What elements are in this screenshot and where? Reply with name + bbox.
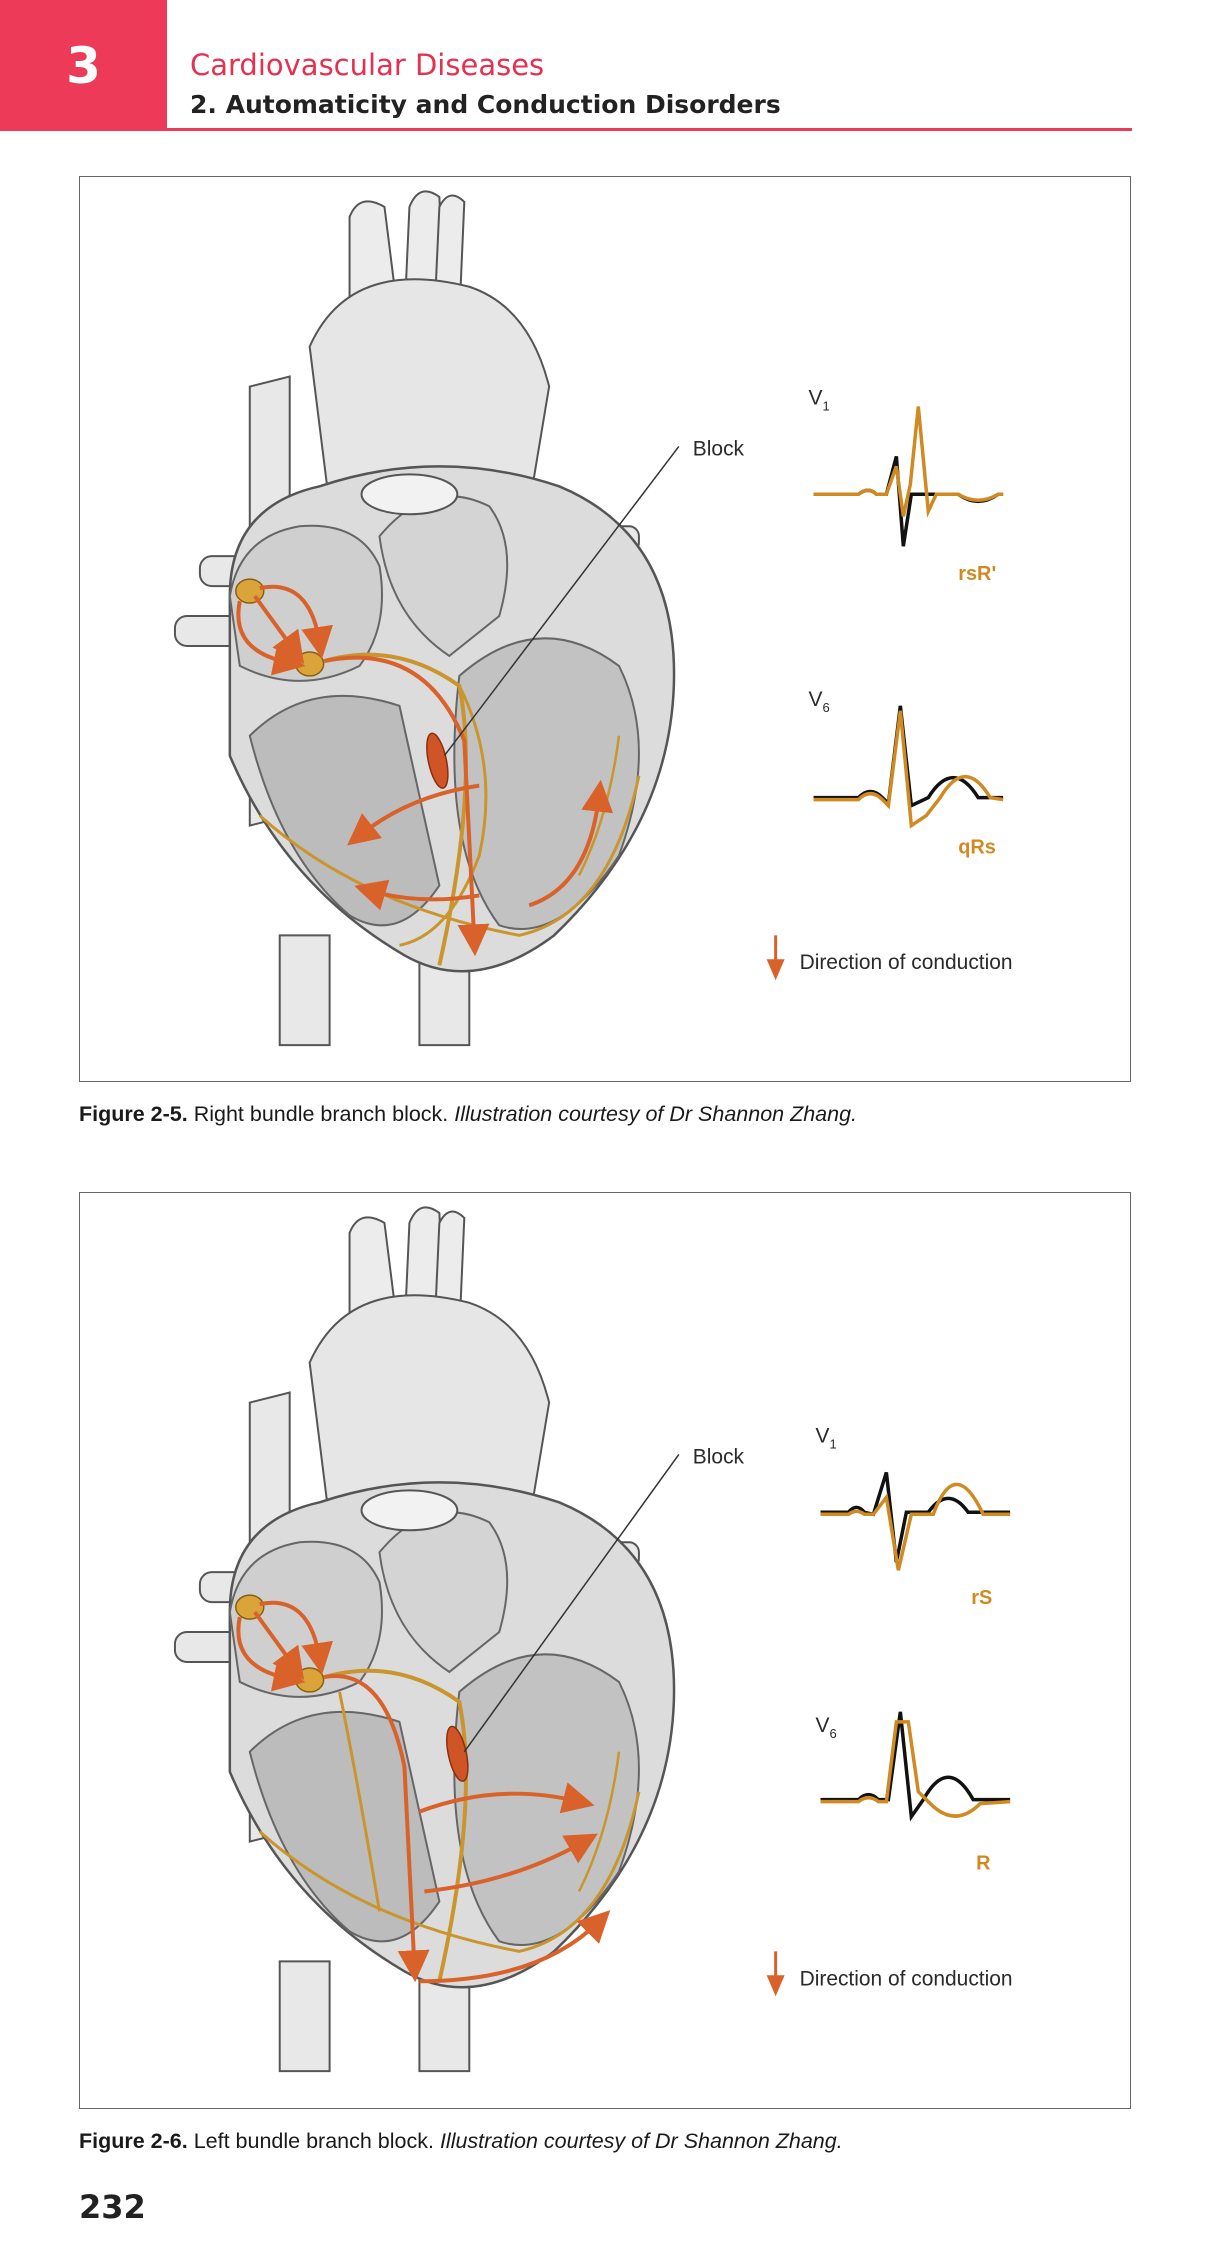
ecg-trace-v6 <box>813 705 1004 829</box>
header-divider <box>167 128 1132 131</box>
conduction-arrow-icon <box>766 935 785 981</box>
figure-2-6-illustration: Block V1 rS V6 R Direction of conduction <box>173 1206 1013 2073</box>
ecg-pattern-v1: rsR' <box>958 563 996 585</box>
figure-label: Figure 2-6. <box>79 2129 188 2153</box>
ecg-lead-v1-label: V1 <box>809 386 830 413</box>
figure-label: Figure 2-5. <box>79 1102 188 1126</box>
legend-label: Direction of conduction <box>800 1967 1013 1990</box>
figure-title: Left bundle branch block. <box>193 2129 434 2153</box>
figure-credit: Illustration courtesy of Dr Shannon Zhan… <box>439 2129 843 2153</box>
page-number: 232 <box>79 2188 146 2226</box>
ecg-lead-v6-label: V6 <box>816 1714 837 1741</box>
figure-2-6-caption: Figure 2-6. Left bundle branch block. Il… <box>79 2129 843 2154</box>
conduction-arrow-icon <box>766 1951 785 1997</box>
chapter-badge: 3 <box>0 0 167 131</box>
figure-2-6-frame: Block V1 rS V6 R Direction of conduction <box>79 1192 1131 2109</box>
ecg-pattern-v1: rS <box>971 1587 992 1609</box>
block-label: Block <box>693 437 745 460</box>
figure-2-5-frame: Block V1 rsR' V6 qRs Direction of conduc… <box>79 176 1131 1082</box>
block-pointer <box>443 445 680 757</box>
block-label: Block <box>693 1445 745 1468</box>
heart-drawing <box>173 1206 676 2073</box>
ecg-pattern-v6: qRs <box>958 837 996 859</box>
figure-2-5-caption: Figure 2-5. Right bundle branch block. I… <box>79 1102 857 1127</box>
legend-label: Direction of conduction <box>800 951 1013 974</box>
ecg-lead-v6-label: V6 <box>809 688 830 715</box>
ecg-trace-v1 <box>813 406 1004 547</box>
figure-2-5-illustration: Block V1 rsR' V6 qRs Direction of conduc… <box>173 190 1013 1047</box>
chapter-number: 3 <box>66 36 101 95</box>
heart-drawing <box>173 190 676 1047</box>
ecg-lead-v1-label: V1 <box>816 1424 837 1451</box>
figure-credit: Illustration courtesy of Dr Shannon Zhan… <box>454 1102 858 1126</box>
ecg-trace-v1 <box>820 1471 1011 1571</box>
section-title: 2. Automaticity and Conduction Disorders <box>190 90 781 119</box>
chapter-title: Cardiovascular Diseases <box>190 48 545 82</box>
block-pointer <box>463 1453 680 1753</box>
figure-title: Right bundle branch block. <box>193 1102 449 1126</box>
ecg-trace-v6 <box>820 1711 1011 1822</box>
ecg-pattern-v6: R <box>976 1853 990 1875</box>
